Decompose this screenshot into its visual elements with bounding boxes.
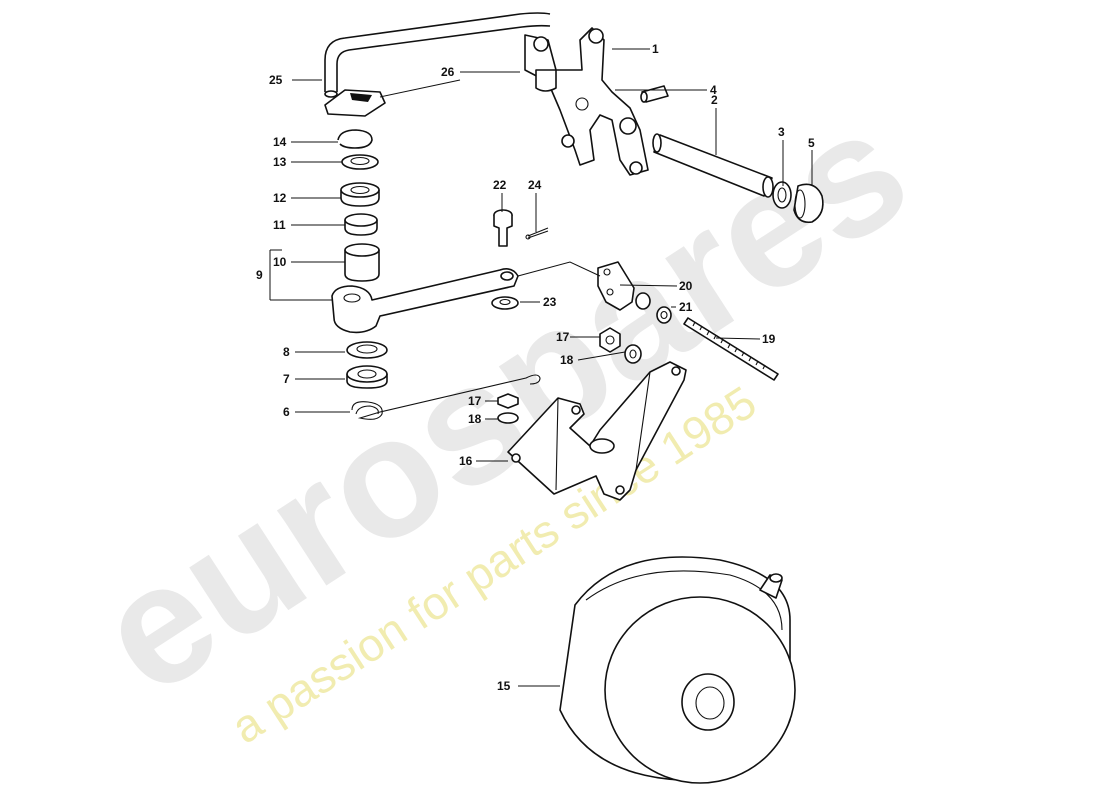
callout-18-lower: 18 — [468, 412, 482, 426]
circlip-part — [337, 129, 373, 149]
callout-17-upper: 17 — [556, 330, 570, 344]
callout-3: 3 — [778, 125, 785, 139]
bushing-part — [344, 243, 380, 282]
washer-part-7 — [346, 365, 388, 389]
callout-8: 8 — [283, 345, 290, 359]
bearing-part — [346, 341, 388, 359]
callout-12: 12 — [273, 191, 287, 205]
shift-rod-part — [324, 12, 551, 98]
callout-26: 26 — [441, 65, 455, 79]
nut-part-17-upper — [599, 327, 621, 353]
leader-lines — [269, 48, 813, 687]
callout-7: 7 — [283, 372, 290, 386]
lock-washer-part-18-lower — [497, 412, 519, 424]
clamp-part — [324, 89, 386, 117]
callout-10: 10 — [273, 255, 287, 269]
callout-9: 9 — [256, 268, 263, 282]
callout-18-upper: 18 — [560, 353, 574, 367]
callout-11: 11 — [273, 218, 286, 232]
callout-5: 5 — [808, 136, 815, 150]
lever-arm-part — [331, 268, 519, 334]
threaded-rod-part — [683, 317, 779, 381]
callout-25: 25 — [269, 73, 283, 87]
lock-washer-part-18-upper — [624, 344, 642, 364]
callout-22: 22 — [493, 178, 507, 192]
callout-4: 4 — [710, 83, 717, 97]
spring-part — [351, 374, 541, 420]
callout-14: 14 — [273, 135, 287, 149]
callout-17-lower: 17 — [468, 394, 482, 408]
nut-part-21 — [656, 306, 672, 324]
callout-21: 21 — [679, 300, 693, 314]
cap-part — [793, 183, 824, 224]
callout-23: 23 — [543, 295, 557, 309]
callout-13: 13 — [273, 155, 287, 169]
washer-part — [341, 154, 379, 170]
callout-2: 2 — [711, 93, 718, 107]
callout-labels: 1 2 3 4 5 6 7 8 9 10 11 12 13 14 15 16 1… — [256, 42, 815, 693]
bearing-cup-part — [340, 182, 380, 207]
cotter-pin-part — [525, 227, 549, 240]
callout-20: 20 — [679, 279, 693, 293]
shift-lever-part — [524, 27, 649, 176]
pin-part — [640, 85, 669, 103]
booster-part — [559, 556, 796, 784]
callout-24: 24 — [528, 178, 542, 192]
ring-part — [772, 181, 792, 209]
callout-19: 19 — [762, 332, 776, 346]
bolt-pin-part — [493, 209, 513, 247]
bracket-part — [507, 361, 687, 501]
callout-16: 16 — [459, 454, 473, 468]
shaft-part — [652, 133, 774, 198]
callout-1: 1 — [652, 42, 659, 56]
nut-part-17-lower — [497, 393, 519, 409]
callout-6: 6 — [283, 405, 290, 419]
bushing-ring-part — [344, 213, 378, 236]
nut-part-23 — [491, 296, 519, 310]
callout-15: 15 — [497, 679, 511, 693]
clevis-part — [597, 261, 651, 311]
